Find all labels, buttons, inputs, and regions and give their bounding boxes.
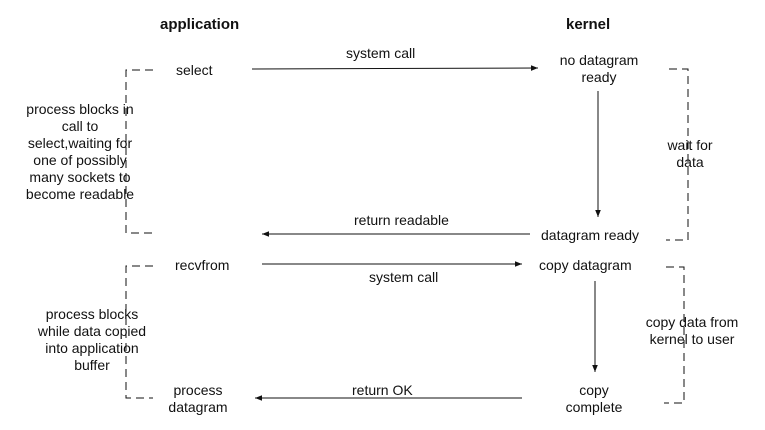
bracket-wait-for-data: [666, 68, 689, 241]
bracket-copy-blocking: [125, 265, 153, 399]
step-select: select: [176, 62, 213, 78]
label-system-call-1: system call: [346, 45, 416, 61]
step-process-datagram: process datagram: [168, 382, 228, 415]
step-no-datagram-ready: no datagram ready: [559, 52, 639, 85]
bracket-copy-data: [664, 266, 685, 404]
step-copy-complete: copy complete: [565, 382, 623, 415]
label-system-call-2: system call: [369, 269, 439, 285]
header-kernel: kernel: [566, 16, 611, 33]
header-application: application: [160, 16, 240, 33]
note-copy-data-from-kernel: copy data from kernel to user: [645, 314, 739, 347]
label-return-readable: return readable: [354, 212, 449, 228]
step-datagram-ready: datagram ready: [541, 227, 640, 243]
note-process-blocks-copy: process blocks while data copied into ap…: [37, 306, 147, 373]
step-copy-datagram: copy datagram: [539, 257, 632, 273]
note-wait-for-data: wait for data: [667, 137, 713, 170]
note-process-blocks-select: process blocks in call to select,waiting…: [25, 101, 135, 202]
bracket-select-blocking: [125, 69, 153, 234]
step-recvfrom: recvfrom: [175, 257, 230, 273]
arrow-system-call-1: [251, 65, 539, 71]
label-return-ok: return OK: [352, 382, 413, 398]
